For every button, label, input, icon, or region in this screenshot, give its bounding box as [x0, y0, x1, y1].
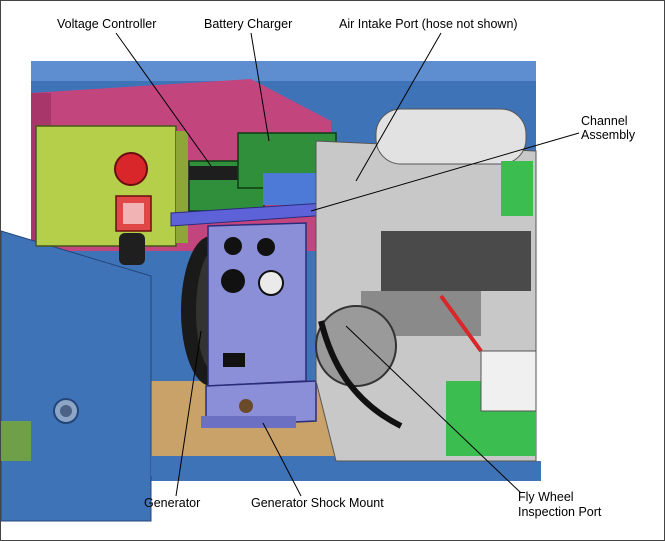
panel-gauge-1 [224, 237, 242, 255]
red-switch [115, 195, 152, 232]
red-indicator-knob [114, 152, 148, 186]
generator-control-panel [207, 222, 307, 387]
leader-fly-wheel [345, 325, 522, 494]
panel-switch-block [223, 353, 245, 367]
red-linkage [439, 294, 483, 353]
leader-battery-charger [250, 32, 270, 142]
label-channel-line2: Assembly [581, 128, 636, 142]
voltage-controller-box [35, 125, 177, 247]
label-battery-charger: Battery Charger [204, 17, 293, 31]
black-cylinder-fitting [119, 233, 145, 265]
engine-green-panel [501, 161, 533, 216]
label-generator: Generator [144, 496, 201, 510]
shock-mount-base [205, 380, 317, 427]
enclosure-bottom-lip [151, 456, 541, 481]
label-channel-line1: Channel [581, 114, 628, 128]
panel-gauge-2 [257, 238, 275, 256]
leader-channel-assembly [310, 132, 580, 212]
engine-dark-detail [381, 231, 531, 291]
label-fly-wheel-line2: Inspection Port [518, 505, 602, 519]
enclosure-left-strip [1, 421, 31, 461]
engine-white-box [480, 350, 537, 412]
leader-generator [175, 330, 202, 497]
label-fly-wheel-line1: Fly Wheel [518, 490, 574, 504]
black-hose [318, 320, 403, 429]
leader-shock-mount [262, 422, 302, 497]
enclosure-porthole-inner [60, 405, 72, 417]
panel-gauge-3 [221, 269, 245, 293]
enclosure-top-band [31, 61, 536, 81]
enclosure-left-side [1, 230, 152, 522]
air-intake-canister [375, 108, 527, 165]
leader-voltage-controller [115, 32, 212, 167]
shock-mount-bolt [239, 399, 253, 413]
red-switch-face [123, 203, 144, 224]
label-voltage-controller: Voltage Controller [57, 17, 157, 31]
label-air-intake-port: Air Intake Port (hose not shown) [339, 17, 518, 31]
leader-air-intake [355, 32, 442, 182]
shock-mount-plate [201, 416, 296, 428]
label-generator-shock-mount: Generator Shock Mount [251, 496, 384, 510]
voltage-controller-side [176, 131, 188, 243]
panel-gauge-4 [258, 270, 284, 296]
